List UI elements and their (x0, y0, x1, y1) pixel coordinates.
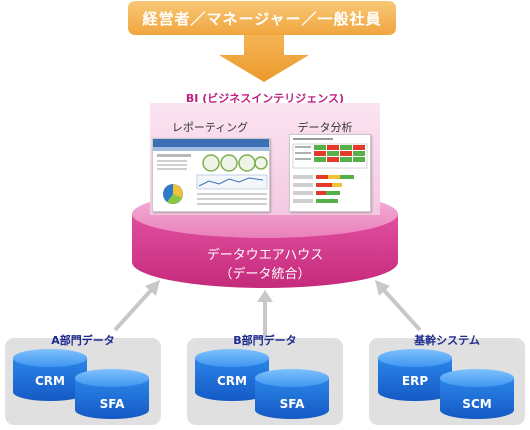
group-b-title: B部門データ (233, 334, 297, 347)
crm-b-label: CRM (217, 374, 247, 388)
erp-label: ERP (401, 374, 429, 388)
bi-title: BI (ビジネスインテリジェンス) (185, 92, 345, 105)
reporting-screenshot (152, 138, 270, 212)
up-arrow-left-icon (113, 280, 160, 332)
up-arrow-right-icon (375, 280, 422, 332)
warehouse-sublabel: （データ統合） (219, 267, 311, 282)
group-core-title: 基幹システム (414, 334, 480, 347)
analysis-screenshot (289, 134, 371, 212)
analysis-label: データ分析 (297, 121, 353, 134)
group-a-title: A部門データ (51, 334, 115, 347)
reporting-dashboard-icon (153, 139, 269, 205)
sfa-a-label: SFA (99, 397, 125, 411)
down-arrow-icon (219, 35, 309, 82)
crm-a-label: CRM (35, 374, 65, 388)
warehouse-label: データウエアハウス (206, 248, 324, 263)
up-arrow-center-icon (257, 290, 273, 338)
users-banner-label: 経営者／マネージャー／一般社員 (142, 9, 382, 28)
sfa-b-label: SFA (279, 397, 305, 411)
users-banner: 経営者／マネージャー／一般社員 (128, 1, 396, 35)
scm-label: SCM (462, 397, 492, 411)
reporting-label: レポーティング (171, 121, 249, 134)
analysis-table-icon (292, 138, 368, 203)
